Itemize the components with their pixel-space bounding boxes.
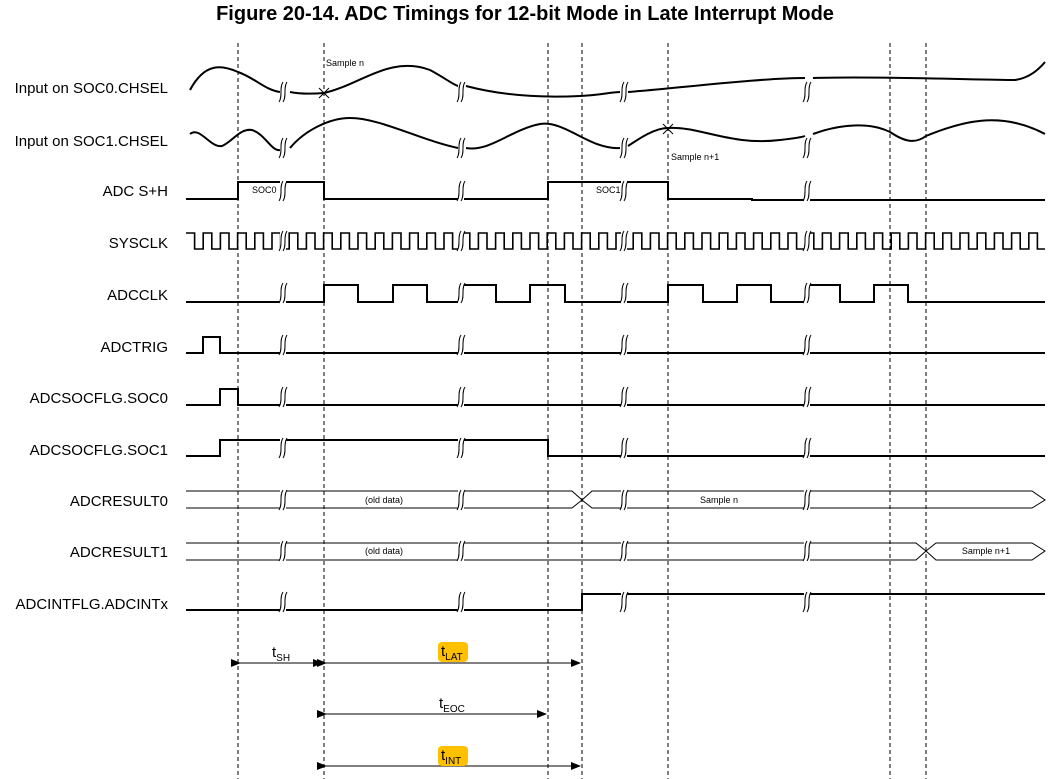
tlat-highlight bbox=[438, 642, 468, 662]
label-adcclk: ADCCLK bbox=[107, 287, 168, 304]
wave-soc0-chsel bbox=[189, 61, 1046, 98]
label-adctrig: ADCTRIG bbox=[101, 339, 169, 356]
label-adcintflg: ADCINTFLG.ADCINTx bbox=[15, 596, 168, 613]
wave-adctrig bbox=[186, 336, 1045, 354]
soc0-label: SOC0 bbox=[252, 185, 277, 195]
label-adcresult1: ADCRESULT1 bbox=[70, 544, 168, 561]
tint-highlight bbox=[438, 746, 468, 766]
reference-lines bbox=[237, 43, 927, 779]
label-adcsocflg-soc0: ADCSOCFLG.SOC0 bbox=[30, 390, 168, 407]
label-adcsocflg-soc1: ADCSOCFLG.SOC1 bbox=[30, 442, 168, 459]
label-adc-sh: ADC S+H bbox=[103, 183, 168, 200]
bus-adcresult0 bbox=[186, 490, 1046, 509]
wave-adcintflg bbox=[186, 593, 1045, 611]
tlat-label: tLAT bbox=[441, 643, 463, 663]
tint-label: tINT bbox=[441, 747, 461, 767]
soc1-label: SOC1 bbox=[596, 185, 621, 195]
wave-adc-sh bbox=[186, 181, 1045, 201]
label-soc0-chsel: Input on SOC0.CHSEL bbox=[15, 80, 168, 97]
timing-arrows: tSH tLAT tEOC tINT bbox=[231, 642, 581, 770]
wave-adcsocflg-soc1 bbox=[186, 439, 1045, 457]
teoc-label: tEOC bbox=[439, 695, 465, 715]
result0-sample-n: Sample n bbox=[700, 495, 738, 505]
sample-n1-label: Sample n+1 bbox=[671, 152, 719, 162]
wave-adcclk bbox=[186, 284, 1045, 303]
figure-title: Figure 20-14. ADC Timings for 12-bit Mod… bbox=[216, 3, 834, 25]
bus-adcresult1 bbox=[186, 542, 1046, 561]
time-break-marks bbox=[278, 81, 812, 613]
sample-n-label: Sample n bbox=[326, 58, 364, 68]
signal-labels: Input on SOC0.CHSEL Input on SOC1.CHSEL … bbox=[15, 80, 169, 613]
result1-sample-n1: Sample n+1 bbox=[962, 546, 1010, 556]
tsh-label: tSH bbox=[272, 644, 290, 664]
label-adcresult0: ADCRESULT0 bbox=[70, 493, 168, 510]
wave-soc1-chsel bbox=[189, 116, 1046, 152]
sample-markers: Sample n Sample n+1 bbox=[318, 58, 719, 162]
label-soc1-chsel: Input on SOC1.CHSEL bbox=[15, 133, 168, 150]
result0-old-data: (old data) bbox=[365, 495, 403, 505]
wave-sysclk bbox=[186, 232, 1045, 250]
result1-old-data: (old data) bbox=[365, 546, 403, 556]
wave-adcsocflg-soc0 bbox=[186, 388, 1045, 406]
label-sysclk: SYSCLK bbox=[109, 235, 168, 252]
